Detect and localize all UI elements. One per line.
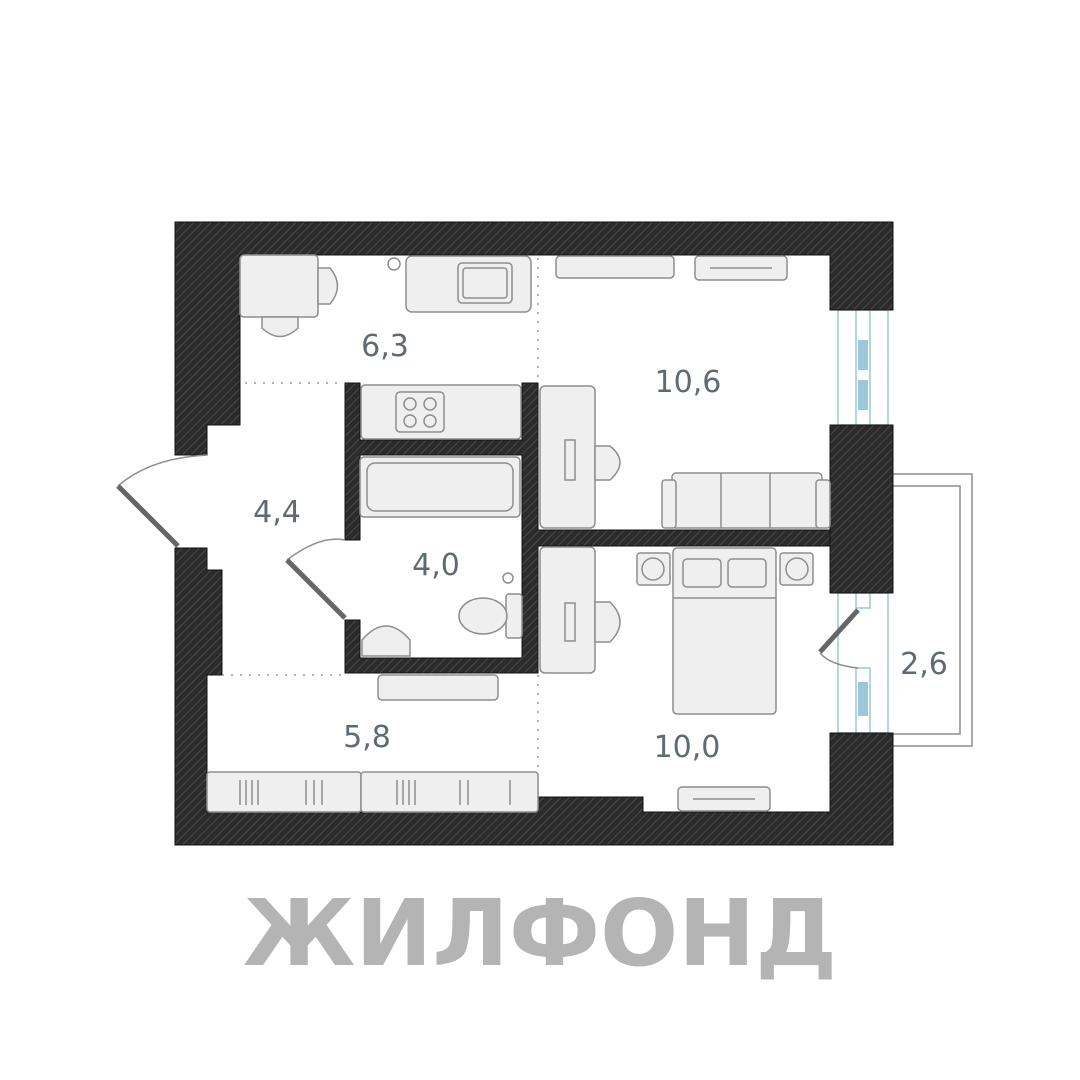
interior-wall [344,382,831,674]
bed [636,547,814,715]
area-label-hallway: 4,4 [253,495,301,530]
balcony [893,473,973,747]
pipe-icon [387,257,401,271]
area-label-bathroom: 4,0 [412,548,460,583]
bathroom-door[interactable] [285,538,347,620]
washbasin [361,625,411,657]
area-label-balcony: 2,6 [900,647,948,682]
tv-stand [555,255,675,279]
stove [360,384,522,440]
wall-shelf [694,255,788,281]
bathtub [359,456,521,518]
wall-shelf [677,786,771,812]
kitchen-sink [405,255,532,313]
dining-table [239,254,339,338]
wardrobe [206,771,539,813]
desk [539,546,621,674]
window-living-room [837,309,889,426]
watermark: ЖИЛФОНД [243,880,837,987]
window-bedroom [837,592,889,734]
balcony-door[interactable] [818,608,860,669]
desk [539,385,621,529]
area-label-corridor: 5,8 [343,720,391,755]
sofa [661,472,831,529]
area-label-bedroom: 10,0 [654,730,721,765]
exterior-wall [174,221,894,456]
area-label-kitchen: 6,3 [361,329,409,364]
shoe-cabinet [377,674,499,701]
drain-icon [502,572,514,584]
entrance-door[interactable] [116,454,208,548]
exterior-wall [829,424,894,594]
area-label-living-room: 10,6 [655,365,722,400]
toilet [458,593,523,639]
